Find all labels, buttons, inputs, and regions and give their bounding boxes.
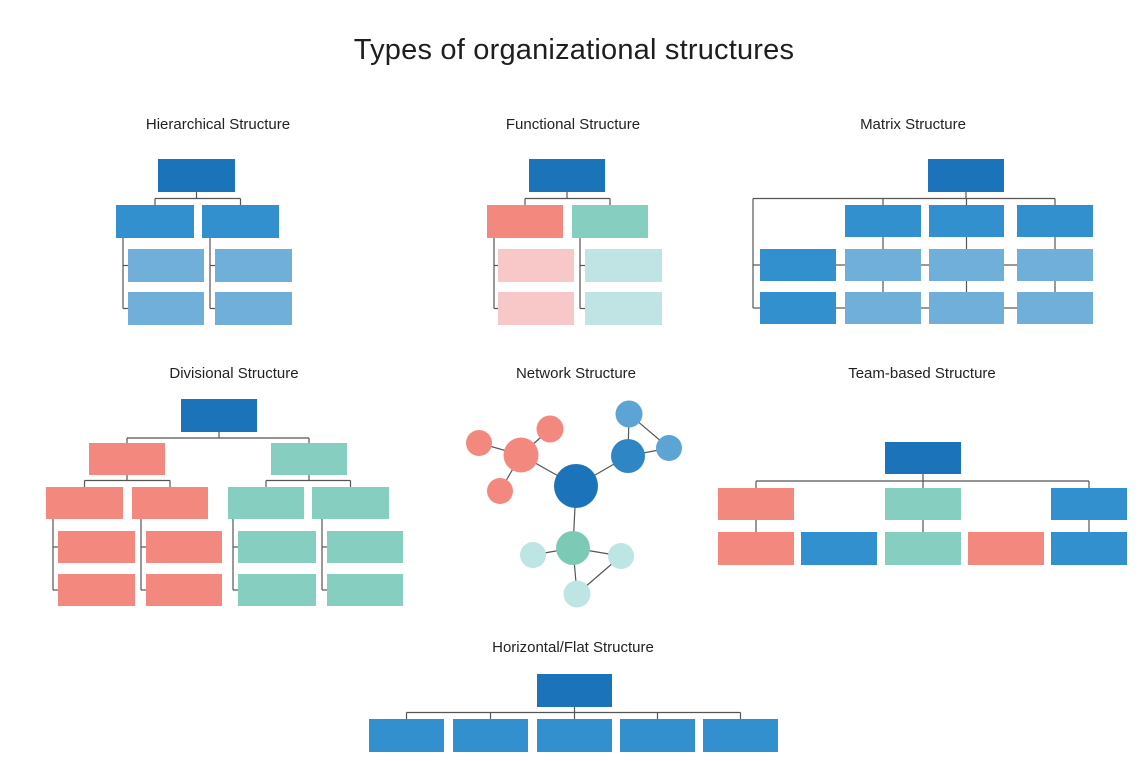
- divisional-node-box: [132, 487, 208, 519]
- team-based-node-box: [718, 532, 794, 565]
- functional-node-box: [498, 292, 574, 325]
- horizontal-flat-node-box: [537, 674, 612, 707]
- team-based-node-box: [1051, 488, 1127, 520]
- divisional-node-box: [238, 574, 316, 606]
- network-node-circle: [556, 531, 590, 565]
- matrix-title: Matrix Structure: [860, 116, 966, 133]
- matrix-node-box: [760, 292, 836, 324]
- team-based-node-box: [801, 532, 877, 565]
- network-node-circle: [554, 464, 598, 508]
- divisional-title: Divisional Structure: [169, 365, 298, 382]
- functional-title: Functional Structure: [506, 116, 640, 133]
- matrix-node-box: [845, 205, 921, 237]
- divisional-node-box: [146, 574, 222, 606]
- divisional-node-box: [58, 574, 135, 606]
- hierarchical-node-box: [202, 205, 279, 238]
- divisional-node-box: [58, 531, 135, 563]
- divisional-node-box: [89, 443, 165, 475]
- matrix-node-box: [929, 205, 1004, 237]
- network-node-circle: [656, 435, 682, 461]
- hierarchical-node-box: [116, 205, 194, 238]
- hierarchical-title: Hierarchical Structure: [146, 116, 290, 133]
- matrix-node-box: [929, 249, 1004, 281]
- functional-node-box: [572, 205, 648, 238]
- divisional-node-box: [327, 574, 403, 606]
- hierarchical-node-box: [128, 292, 204, 325]
- diagram-network: Network Structure: [466, 365, 682, 608]
- network-node-circle: [563, 580, 591, 608]
- page-title: Types of organizational structures: [353, 34, 795, 66]
- matrix-node-box: [1017, 205, 1093, 237]
- functional-node-box: [487, 205, 563, 238]
- matrix-node-box: [845, 292, 921, 324]
- matrix-node-box: [760, 249, 836, 281]
- network-node-circle: [611, 439, 645, 473]
- divisional-node-box: [228, 487, 304, 519]
- team-based-node-box: [885, 442, 961, 474]
- network-title: Network Structure: [516, 365, 636, 382]
- divisional-node-box: [146, 531, 222, 563]
- network-node-circle: [503, 437, 539, 473]
- hierarchical-node-box: [215, 249, 292, 282]
- divisional-node-box: [327, 531, 403, 563]
- team-based-node-box: [885, 532, 961, 565]
- diagram-team-based: Team-based Structure: [718, 365, 1127, 565]
- hierarchical-node-box: [215, 292, 292, 325]
- network-node-circle: [536, 415, 564, 443]
- matrix-node-box: [928, 159, 1004, 192]
- diagram-functional: Functional Structure: [487, 116, 662, 325]
- network-node-circle: [466, 430, 492, 456]
- horizontal-flat-node-box: [369, 719, 444, 752]
- network-node-circle: [487, 478, 513, 504]
- functional-node-box: [585, 249, 662, 282]
- team-based-node-box: [718, 488, 794, 520]
- divisional-node-box: [46, 487, 123, 519]
- horizontal-flat-title: Horizontal/Flat Structure: [492, 639, 654, 656]
- team-based-node-box: [968, 532, 1044, 565]
- horizontal-flat-node-box: [537, 719, 612, 752]
- diagram-hierarchical: Hierarchical Structure: [116, 116, 292, 325]
- divisional-node-box: [238, 531, 316, 563]
- network-node-circle: [520, 542, 546, 568]
- divisional-node-box: [181, 399, 257, 432]
- matrix-node-box: [1017, 292, 1093, 324]
- functional-node-box: [585, 292, 662, 325]
- matrix-node-box: [845, 249, 921, 281]
- diagram-divisional: Divisional Structure: [46, 365, 403, 606]
- team-based-title: Team-based Structure: [848, 365, 996, 382]
- matrix-node-box: [1017, 249, 1093, 281]
- functional-node-box: [498, 249, 574, 282]
- diagram-horizontal-flat: Horizontal/Flat Structure: [369, 639, 778, 752]
- team-based-node-box: [1051, 532, 1127, 565]
- matrix-node-box: [929, 292, 1004, 324]
- horizontal-flat-node-box: [703, 719, 778, 752]
- horizontal-flat-node-box: [453, 719, 528, 752]
- hierarchical-node-box: [128, 249, 204, 282]
- divisional-node-box: [312, 487, 389, 519]
- diagram-matrix: Matrix Structure: [752, 116, 1093, 324]
- divisional-node-box: [271, 443, 347, 475]
- network-node-circle: [608, 543, 634, 569]
- team-based-node-box: [885, 488, 961, 520]
- functional-node-box: [529, 159, 605, 192]
- network-node-circle: [615, 400, 643, 428]
- horizontal-flat-node-box: [620, 719, 695, 752]
- hierarchical-node-box: [158, 159, 235, 192]
